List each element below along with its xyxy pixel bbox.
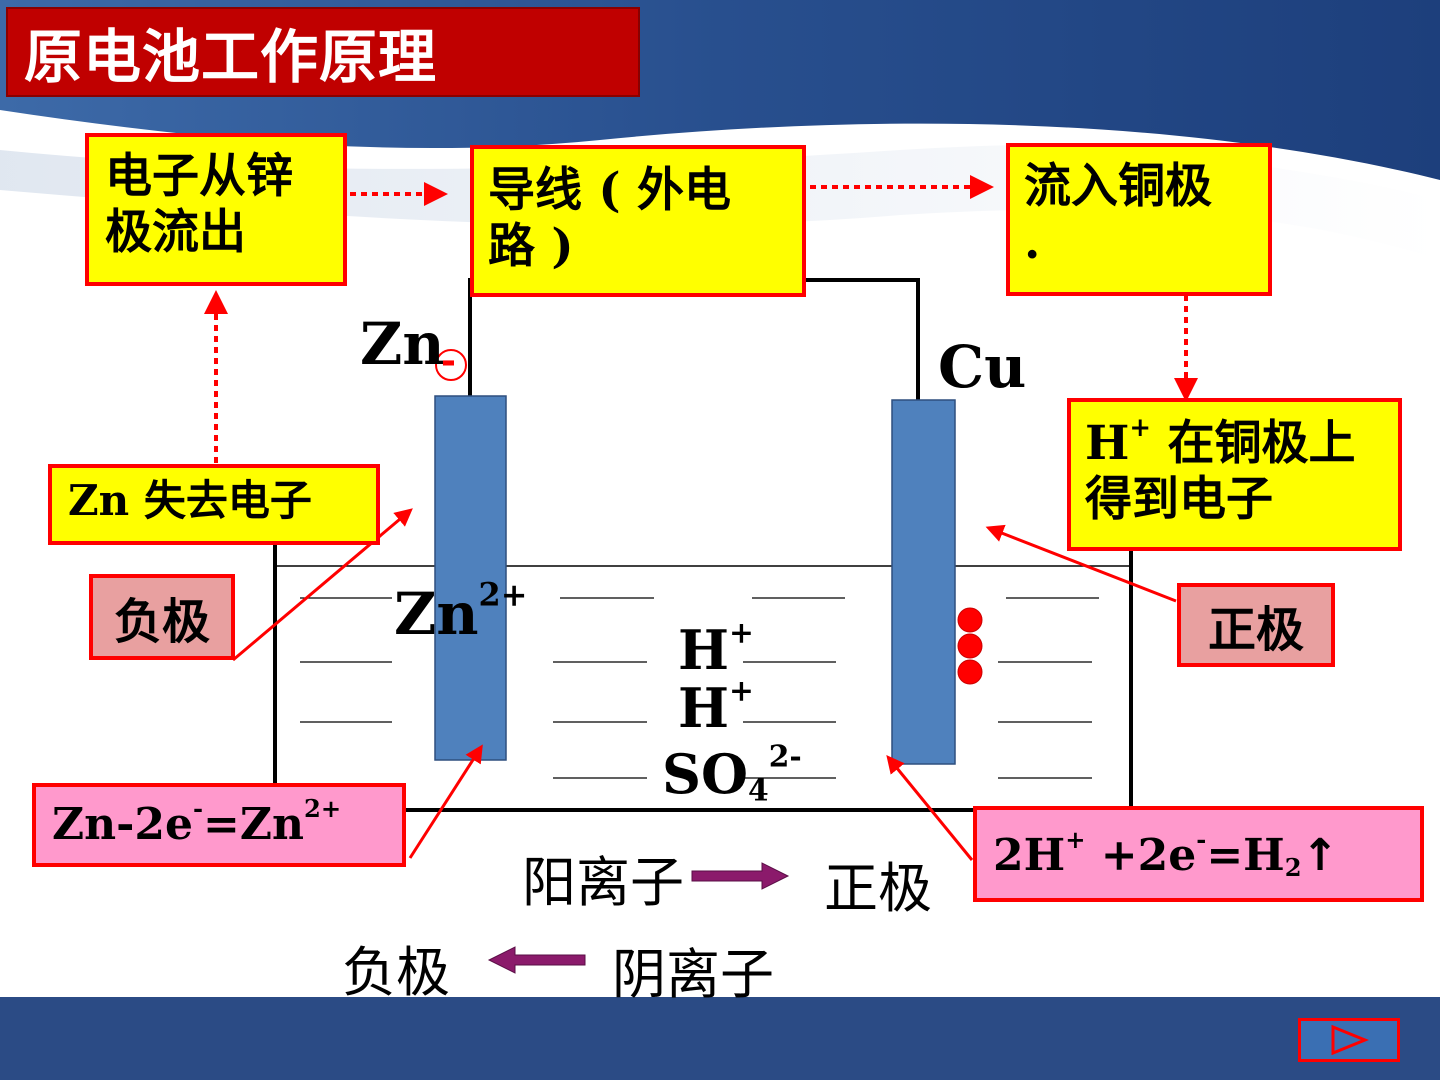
label-h-ion-1: H+ xyxy=(678,618,754,682)
callout-zinc-emits: 电子从锌 极流出 xyxy=(85,133,347,286)
callout-h-gain-text1: 在铜极上 xyxy=(1151,416,1356,471)
negative-charge-marker xyxy=(435,349,467,381)
equation-zinc: Zn-2e-=Zn2+ xyxy=(32,783,406,867)
legend-to-positive: 正极 xyxy=(824,857,932,920)
callout-h-gain-symbol: H xyxy=(1085,416,1130,471)
zn-ion-charge: 2+ xyxy=(478,575,528,614)
h-ion-1-symbol: H xyxy=(678,618,730,682)
callout-zn-lose-text: Zn 失去电子 xyxy=(68,476,312,525)
label-zn-electrode: Zn xyxy=(360,310,445,378)
callout-positive-text: 正极 xyxy=(1207,602,1304,658)
minus-sign: - xyxy=(441,341,456,382)
callout-into-copper-line1: 流入铜极 xyxy=(1024,159,1212,214)
callout-wire-line1: 导线 ( 外电 xyxy=(488,163,731,218)
equation-h-part2: +2e xyxy=(1085,830,1197,881)
equation-zinc-ion-charge: 2+ xyxy=(304,794,342,824)
play-triangle-icon xyxy=(1331,1025,1369,1055)
callout-positive-electrode: 正极 xyxy=(1177,583,1335,667)
equation-h-subscript: 2 xyxy=(1284,853,1302,883)
zinc-electrode xyxy=(434,395,507,761)
equation-h-part3: =H xyxy=(1206,830,1285,881)
h-ion-1-charge: + xyxy=(729,615,754,651)
hydrogen-bubbles xyxy=(957,607,983,685)
cation-arrow xyxy=(691,862,790,890)
zn-ion-symbol: Zn xyxy=(394,580,479,648)
callout-zn-lose-electrons: Zn 失去电子 xyxy=(48,464,380,545)
anion-arrow xyxy=(487,946,586,974)
callout-wire: 导线 ( 外电 路 ) xyxy=(470,145,806,297)
sulfate-symbol: SO xyxy=(662,742,749,806)
solution-lines xyxy=(300,597,1099,779)
callout-zinc-emits-line1: 电子从锌 xyxy=(105,149,293,204)
callout-h-gain-electrons: H+ 在铜极上 得到电子 xyxy=(1067,398,1402,551)
sulfate-subscript: 4 xyxy=(748,773,769,809)
callout-h-gain-line1: H+ 在铜极上 xyxy=(1085,412,1398,472)
ion-migration-arrows xyxy=(487,862,790,974)
label-h-ion-2: H+ xyxy=(678,676,754,740)
sulfate-charge: 2- xyxy=(768,739,802,775)
equation-zinc-part2: =Zn xyxy=(203,799,305,850)
slide-title: 原电池工作原理 xyxy=(24,23,438,91)
next-slide-button[interactable] xyxy=(1298,1018,1400,1062)
callout-into-copper-line2: . xyxy=(1024,215,1041,271)
beaker xyxy=(273,540,1133,812)
equation-zinc-part1: Zn-2e xyxy=(52,799,193,850)
callout-wire-line2: 路 ) xyxy=(488,219,574,275)
callout-zinc-emits-line2: 极流出 xyxy=(105,205,246,261)
equation-hydrogen: 2H+ +2e-=H2↑ xyxy=(973,806,1424,902)
equation-zinc-electron-charge: - xyxy=(192,794,204,824)
label-cu-electrode: Cu xyxy=(938,333,1027,401)
legend-cation: 阳离子 xyxy=(522,851,684,914)
callout-h-gain-line2: 得到电子 xyxy=(1085,472,1273,528)
equation-h-proton-charge: + xyxy=(1065,825,1086,855)
callout-h-gain-charge: + xyxy=(1129,412,1152,443)
label-sulfate-ion: SO42- xyxy=(662,742,802,806)
callout-into-copper: 流入铜极 . xyxy=(1006,143,1272,296)
callout-negative-electrode: 负极 xyxy=(89,574,235,660)
legend-to-negative: 负极 xyxy=(342,941,450,1004)
label-zn-ion: Zn2+ xyxy=(394,578,527,648)
gas-up-arrow-icon: ↑ xyxy=(1301,830,1339,881)
callout-negative-text: 负极 xyxy=(113,594,210,650)
slide-title-box: 原电池工作原理 xyxy=(6,7,640,97)
legend-anion: 阴离子 xyxy=(612,943,774,1006)
copper-electrode xyxy=(891,399,956,765)
equation-h-electron-charge: - xyxy=(1196,825,1207,855)
h-ion-2-charge: + xyxy=(729,673,754,709)
h-ion-2-symbol: H xyxy=(678,676,730,740)
equation-h-part1: 2H xyxy=(993,830,1066,881)
